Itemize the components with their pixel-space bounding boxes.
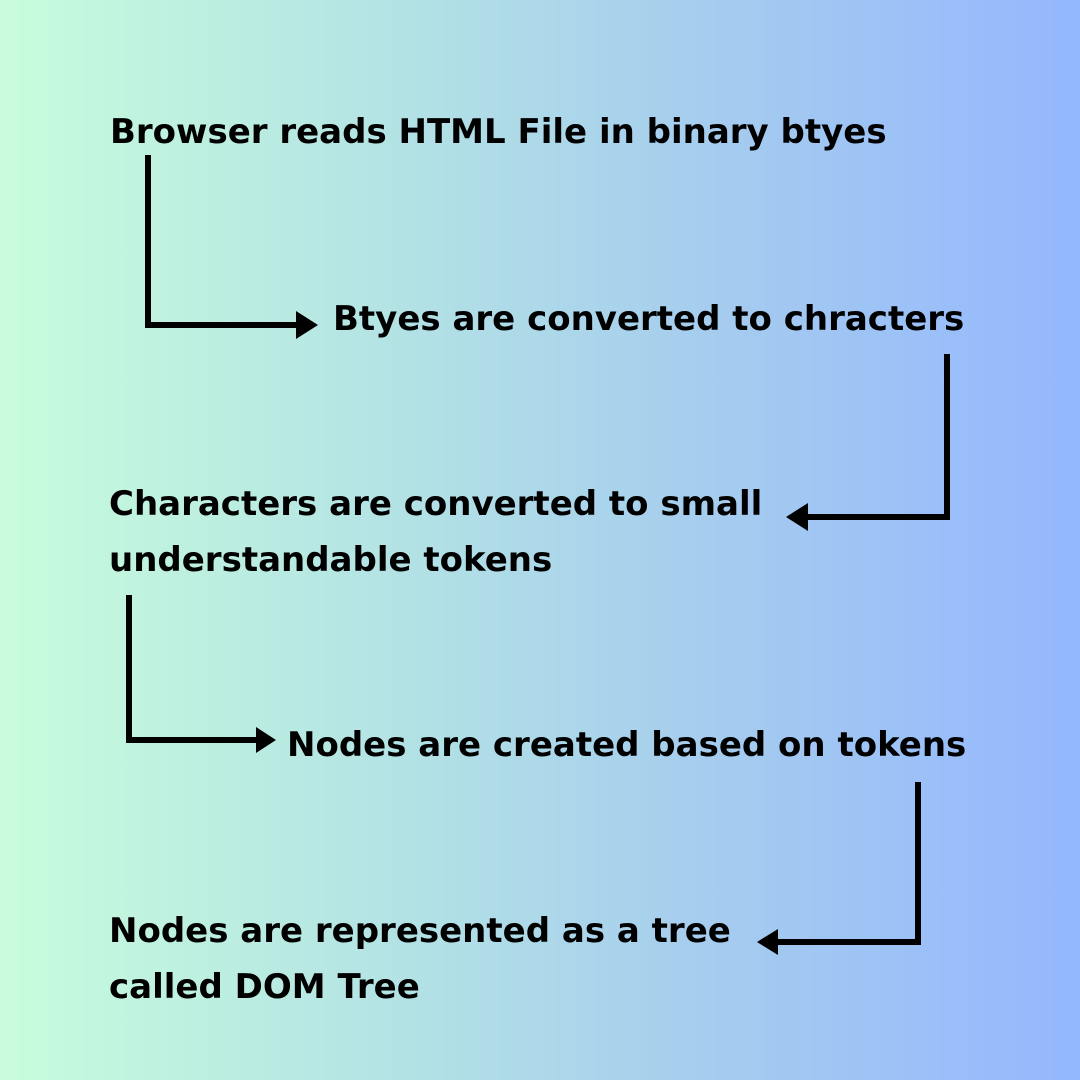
step-3-line-1: Characters are converted to small (109, 484, 763, 524)
step-1-line-1: Browser reads HTML File in binary btyes (110, 112, 887, 152)
arrow-4-line (778, 782, 921, 945)
arrow-1-head (296, 311, 318, 339)
arrow-step-4-to-5 (757, 782, 921, 955)
step-5-dom-tree: Nodes are represented as a tree called D… (109, 903, 731, 1015)
step-3-characters-to-tokens: Characters are converted to small unders… (109, 476, 762, 588)
arrow-3-head (256, 727, 276, 753)
arrow-1-line (145, 155, 296, 328)
arrow-3-line (126, 595, 256, 743)
step-2-line-1: Btyes are converted to chracters (333, 299, 965, 339)
step-1-browser-reads-html: Browser reads HTML File in binary btyes (110, 104, 887, 160)
arrow-4-head (757, 929, 778, 955)
arrow-step-2-to-3 (786, 354, 950, 531)
step-3-line-2: understandable tokens (109, 540, 553, 580)
arrow-step-1-to-2 (145, 155, 318, 339)
arrow-2-line (808, 354, 950, 520)
step-4-line-1: Nodes are created based on tokens (287, 725, 967, 765)
step-5-line-1: Nodes are represented as a tree (109, 911, 731, 951)
step-2-bytes-to-characters: Btyes are converted to chracters (333, 291, 964, 347)
step-5-line-2: called DOM Tree (109, 967, 420, 1007)
arrow-step-3-to-4 (126, 595, 276, 753)
step-4-nodes-created: Nodes are created based on tokens (287, 717, 966, 773)
arrow-2-head (786, 503, 808, 531)
